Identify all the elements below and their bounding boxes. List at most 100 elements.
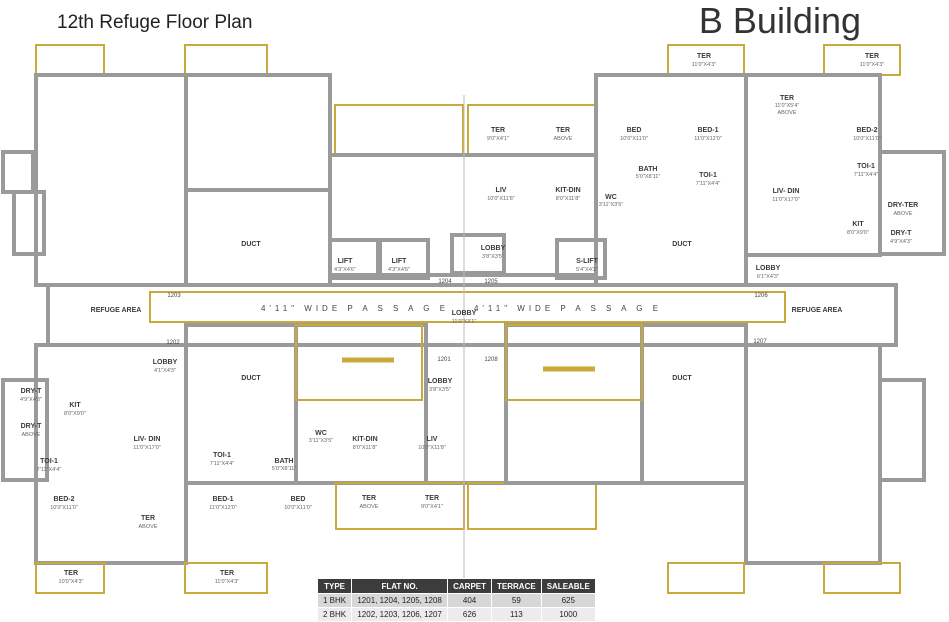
area-summary-table: TYPE FLAT NO. CARPET TERRACE SALEABLE 1 … <box>316 578 596 622</box>
room-kit-l: KIT <box>69 402 81 409</box>
passage-label-right: 4'11" WIDE P A S S A G E <box>474 304 662 313</box>
svg-text:11'0"X4'3": 11'0"X4'3" <box>215 579 240 585</box>
room-duct-bl: DUCT <box>241 375 261 382</box>
svg-text:3'8"X3'5": 3'8"X3'5" <box>482 254 504 260</box>
flat-number: 1201 <box>437 357 451 363</box>
header-terrace: TERRACE <box>491 578 542 594</box>
svg-text:11'0"X17'0": 11'0"X17'0" <box>772 197 800 203</box>
svg-text:9'0"X4'1": 9'0"X4'1" <box>421 504 443 510</box>
room-lobby-main: LOBBY <box>452 310 477 317</box>
room-wc-r: WC <box>605 194 617 201</box>
room-duct-tr: DUCT <box>672 241 692 248</box>
room-duct-br: DUCT <box>672 375 692 382</box>
room-bath-l: BATH <box>275 458 294 465</box>
svg-text:8'0"X9'0": 8'0"X9'0" <box>847 230 869 236</box>
cell-terrace: 113 <box>491 607 542 622</box>
svg-text:10'0"X4'3": 10'0"X4'3" <box>59 579 84 585</box>
cell-carpet: 404 <box>447 593 493 608</box>
svg-text:7'11"X4'4": 7'11"X4'4" <box>696 181 721 187</box>
svg-text:6'1"X4'3": 6'1"X4'3" <box>757 274 779 280</box>
flat-number: 1202 <box>166 340 180 346</box>
room-toi1-l: TOI-1 <box>213 452 231 459</box>
room-drytr: DRY-TER <box>888 202 918 209</box>
svg-text:7'11"X4'4": 7'11"X4'4" <box>854 172 879 178</box>
room-livdin-l: LIV- DIN <box>134 436 161 443</box>
table-row: 1 BHK 1201, 1204, 1205, 1208 404 59 625 <box>316 593 596 608</box>
room-bed1-r: BED-1 <box>697 127 718 134</box>
room-kit-r: KIT <box>852 221 864 228</box>
svg-text:8'0"X11'8": 8'0"X11'8" <box>353 445 378 451</box>
room-lift2: LIFT <box>392 258 407 265</box>
room-toi1-r: TOI-1 <box>699 172 717 179</box>
svg-text:10'0"X11'0": 10'0"X11'0" <box>853 136 881 142</box>
flat-numbers: 1201 1202 1203 1204 1205 1206 1207 1208 <box>166 279 768 363</box>
cell-carpet: 626 <box>447 607 493 622</box>
cell-flat-no: 1202, 1203, 1206, 1207 <box>351 607 449 622</box>
svg-text:4'1"X4'3": 4'1"X4'3" <box>154 368 176 374</box>
room-bed2-r: BED-2 <box>856 127 877 134</box>
svg-text:ABOVE: ABOVE <box>554 136 573 142</box>
svg-text:ABOVE: ABOVE <box>360 504 379 510</box>
room-slift: S-LIFT <box>576 258 598 265</box>
room-ter-c1: TER <box>491 127 505 134</box>
header-carpet: CARPET <box>447 578 493 594</box>
table-row: 2 BHK 1202, 1203, 1206, 1207 626 113 100… <box>316 607 596 622</box>
room-bed1-l: BED-1 <box>212 496 233 503</box>
svg-text:5'0"X8'11": 5'0"X8'11" <box>272 466 297 472</box>
room-refuge-l: REFUGE AREA <box>91 307 142 314</box>
cell-type: 1 BHK <box>316 593 353 608</box>
room-livdin-r: LIV- DIN <box>773 188 800 195</box>
cell-flat-no: 1201, 1204, 1205, 1208 <box>351 593 449 608</box>
cell-type: 2 BHK <box>316 607 353 622</box>
room-lift1: LIFT <box>338 258 353 265</box>
svg-text:10'0"X11'0": 10'0"X11'0" <box>284 505 312 511</box>
room-kitdin-c: KIT-DIN <box>555 187 580 194</box>
flat-number: 1206 <box>754 293 768 299</box>
svg-text:ABOVE: ABOVE <box>22 432 41 438</box>
room-bed2-l: BED-2 <box>53 496 74 503</box>
passage-labels: 4'11" WIDE P A S S A G E 4'11" WIDE P A … <box>261 304 662 313</box>
room-dryt-l: DRY-T <box>21 388 42 395</box>
room-kitdin-b: KIT-DIN <box>352 436 377 443</box>
building-title: B Building <box>698 0 861 41</box>
cell-saleable: 1000 <box>540 607 596 622</box>
flat-number: 1205 <box>484 279 498 285</box>
room-lobby-r: LOBBY <box>756 265 781 272</box>
room-duct-tl: DUCT <box>241 241 261 248</box>
room-ter-bc1: TER <box>362 495 376 502</box>
header-type: TYPE <box>316 578 353 594</box>
flat-number: 1204 <box>438 279 452 285</box>
room-ter-tr1: TER <box>697 53 711 60</box>
room-dryt-r: DRY-T <box>891 230 912 237</box>
svg-text:3'8"X3'5": 3'8"X3'5" <box>429 387 451 393</box>
room-labels: TER 11'0"X4'3" TER 11'0"X4'3" TER 11'0"X… <box>20 53 918 585</box>
room-ter-bl2: TER <box>141 515 155 522</box>
svg-text:11'0"X4'3": 11'0"X4'3" <box>692 62 717 68</box>
room-ter-c2: TER <box>556 127 570 134</box>
svg-text:4'9"X4'3": 4'9"X4'3" <box>20 397 42 403</box>
svg-text:10'0"X11'0": 10'0"X11'0" <box>50 505 78 511</box>
cell-terrace: 59 <box>491 593 542 608</box>
svg-text:4'3"X4'6": 4'3"X4'6" <box>388 267 410 273</box>
header-saleable: SALEABLE <box>540 578 596 594</box>
room-refuge-r: REFUGE AREA <box>792 307 843 314</box>
svg-text:8'0"X11'8": 8'0"X11'8" <box>556 196 581 202</box>
cell-saleable: 625 <box>540 593 596 608</box>
room-ter-bl1: TER <box>64 570 78 577</box>
room-ter-bc2: TER <box>425 495 439 502</box>
room-ter-tr3: TER <box>780 95 794 102</box>
svg-text:3'11"X3'5": 3'11"X3'5" <box>309 438 334 444</box>
svg-text:10'0"X11'0": 10'0"X11'0" <box>620 136 648 142</box>
room-toi1-rr: TOI-1 <box>857 163 875 170</box>
passage-label-left: 4'11" WIDE P A S S A G E <box>261 304 449 313</box>
svg-text:ABOVE: ABOVE <box>139 524 158 530</box>
svg-text:9'0"X4'1": 9'0"X4'1" <box>487 136 509 142</box>
room-bath-r: BATH <box>639 166 658 173</box>
svg-text:10'0"X11'8": 10'0"X11'8" <box>418 445 446 451</box>
flat-number: 1207 <box>753 339 767 345</box>
svg-text:11'0"X12'0": 11'0"X12'0" <box>209 505 237 511</box>
room-wc-l: WC <box>315 430 327 437</box>
svg-text:5'4"X4'3": 5'4"X4'3" <box>576 267 598 273</box>
header-flat-no: FLAT NO. <box>351 578 449 594</box>
